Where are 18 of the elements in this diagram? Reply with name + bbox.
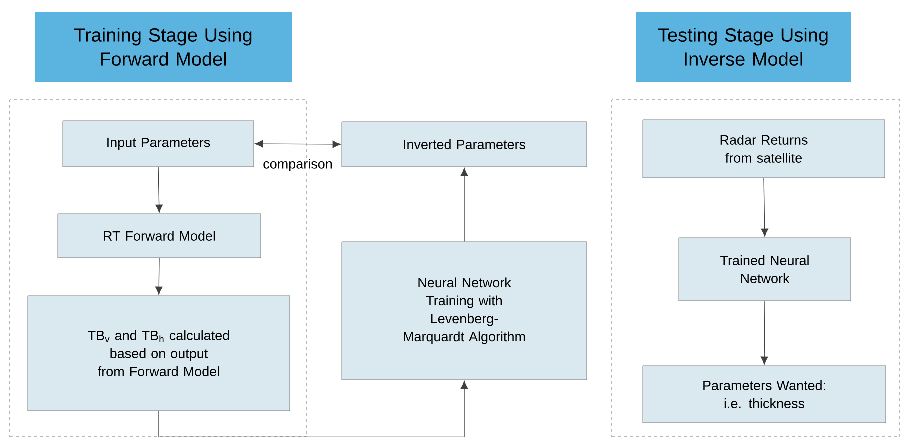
- arrow: [255, 140, 341, 148]
- process-box: Trained Neural Network: [678, 238, 852, 302]
- arrow: [156, 166, 163, 213]
- arrow: [155, 258, 163, 295]
- process-box: Neural Network Training with Levenberg-Marquardt Algorithm: [342, 242, 588, 380]
- edge-label: comparison: [262, 158, 334, 173]
- arrow: [158, 381, 468, 438]
- process-box: Inverted Parameters: [342, 122, 588, 168]
- heading-box: Testing Stage Using Inverse Model: [636, 12, 851, 82]
- process-box: Radar Returns from satellite: [642, 120, 886, 178]
- process-box: RT Forward Model: [58, 214, 262, 258]
- process-box: Input Parameters: [62, 120, 254, 168]
- process-box: TB$_{v}$ and TB$_{h}$ calculated based on output from Forward Model: [28, 296, 290, 412]
- arrow: [760, 300, 768, 365]
- process-box: Parameters Wanted: i.e. thickness: [642, 366, 886, 424]
- heading-box: Training Stage Using Forward Model: [35, 12, 292, 82]
- arrow: [761, 178, 769, 237]
- arrow: [460, 168, 468, 242]
